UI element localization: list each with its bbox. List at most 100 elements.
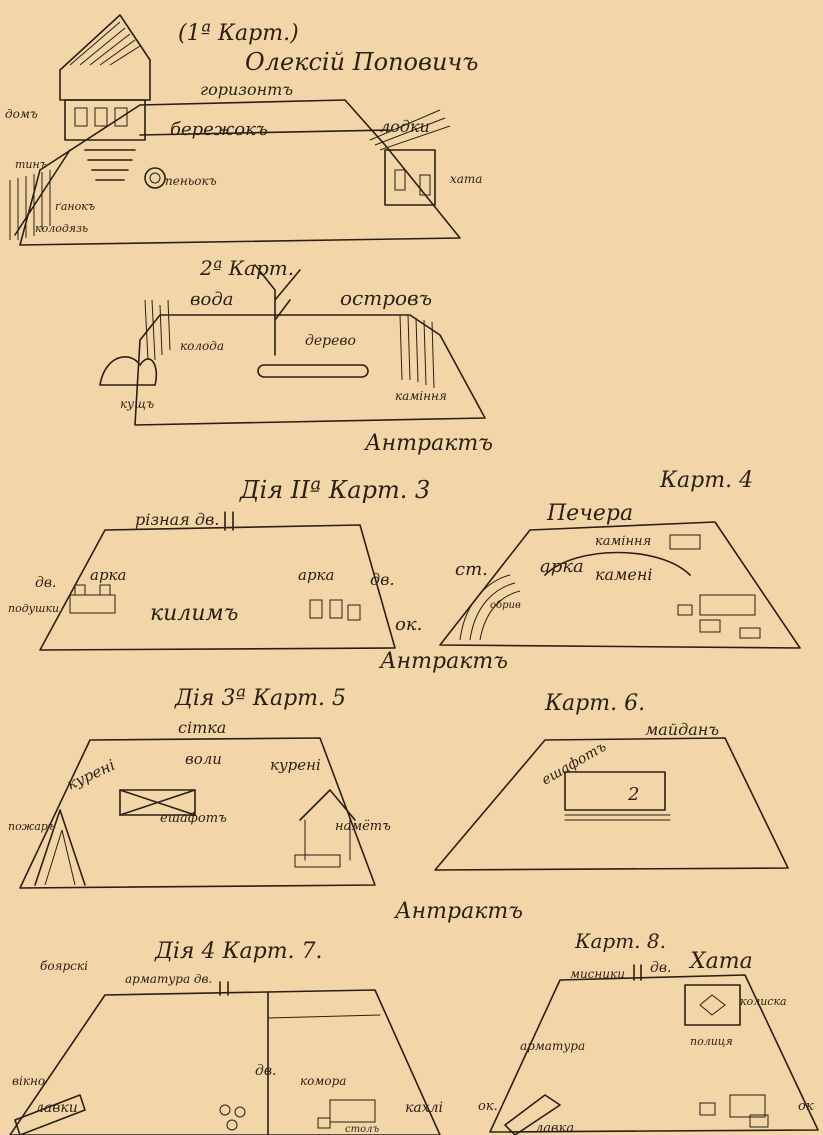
stage-floor (134, 314, 486, 426)
scene-7-sketch: Дія 4 Карт. 7. боярскі арматура дв. дв. … (9, 939, 443, 1135)
label-cave: Печера (546, 501, 633, 526)
label-scaffold: ешафотъ (160, 811, 227, 826)
label-shelf: мисники (570, 967, 625, 981)
stage-floor (489, 974, 819, 1133)
stage-floor (39, 524, 396, 651)
scene-8-header: Карт. 8. (574, 929, 666, 953)
label-bench: лавка (535, 1121, 574, 1135)
label-stool: полиця (690, 1035, 733, 1048)
bush (99, 356, 158, 386)
label-khata: Хата (688, 949, 753, 974)
trunk (257, 364, 369, 378)
scene-5-sketch: Дія 3ª Карт. 5 сітка воли курені курені … (8, 686, 391, 889)
label-well: колодязь (35, 222, 88, 235)
header-text: (1ª Карт.) (178, 21, 299, 46)
table-right (317, 1099, 376, 1129)
scaffold (119, 789, 196, 816)
label-door-left: дв. (35, 575, 56, 591)
stage-floor (439, 521, 801, 649)
label-armory: арматура дв. (125, 972, 212, 986)
label-table: столъ (345, 1124, 379, 1135)
house (59, 14, 151, 181)
label-rocks: камені (595, 565, 652, 584)
label-armory: арматура (520, 1039, 585, 1053)
label-window: ок. (395, 614, 422, 635)
scene-6-header: Карт. 6. (544, 691, 645, 716)
stump (144, 167, 166, 189)
label-net: сітка (178, 718, 226, 737)
label-window: вікно (12, 1074, 45, 1088)
chairs-right (309, 599, 361, 621)
label-stones: каміння (595, 534, 651, 549)
label-fence: тинъ (15, 158, 47, 171)
bench-left (504, 1094, 561, 1135)
label-canopy: намётъ (335, 819, 391, 834)
label-island: островъ (340, 286, 432, 310)
scene-4-header: Карт. 4 (659, 468, 753, 493)
label-bush: кущъ (120, 397, 154, 411)
label-tree: дерево (305, 333, 356, 349)
scene-5-header: Дія 3ª Карт. 5 (174, 686, 346, 711)
scene-2-sketch: 2ª Карт. вода островъ дерево колода камі… (99, 256, 486, 426)
label-cradle: колиска (740, 995, 787, 1008)
label-fire: пожаръ (8, 820, 55, 833)
label-water: вода (190, 289, 233, 310)
scaffold-number: 2 (627, 784, 639, 805)
label-tent-right: курені (270, 756, 321, 774)
scene-8-sketch: Карт. 8. мисники дв. Хата колиска полиця… (478, 929, 819, 1135)
label-window: ок. (478, 1099, 498, 1114)
label-house: домъ (5, 107, 38, 121)
label-arch: арка (540, 556, 584, 577)
scene-6-sketch: Карт. 6. 2 майданъ ешафотъ (434, 691, 789, 871)
label-bench: лавки (35, 1100, 78, 1116)
entr-acte-1: Антрактъ (363, 431, 493, 456)
fence (9, 149, 71, 240)
label-tent-left: курені (64, 756, 118, 794)
label-trunk: колода (180, 339, 224, 353)
hut-right (369, 109, 451, 206)
label-overhang: обрив (490, 600, 521, 611)
scene-4-sketch: Карт. 4 Печера ст. арка каміння камені о… (439, 468, 801, 649)
entr-acte-3: Антрактъ (393, 899, 523, 924)
label-ox: воли (185, 750, 222, 768)
label-stove: кахлі (405, 1100, 443, 1116)
label-boats: лодки (380, 117, 430, 136)
tent-left (34, 809, 86, 886)
label-porch: ґанокъ (55, 200, 95, 213)
label-oven: ок (798, 1099, 814, 1114)
label-door: дв. (255, 1063, 276, 1079)
scene-3-header: Дія ІІª Карт. 3 (239, 476, 430, 504)
stools (219, 1104, 246, 1131)
label-scaffold: ешафотъ (539, 739, 609, 789)
bench-left (14, 1094, 86, 1135)
stage-floor (19, 99, 461, 246)
label-stones: каміння (395, 389, 447, 403)
stage-floor (434, 737, 789, 871)
furniture-right (699, 1094, 769, 1128)
shore-line (139, 129, 391, 136)
label-horizon: горизонтъ (200, 80, 293, 99)
label-door: дв. (650, 960, 671, 976)
label-store: комора (300, 1074, 346, 1088)
label-square: майданъ (645, 720, 719, 739)
canopy-right (294, 789, 356, 868)
dais-left (69, 584, 116, 614)
label-dais: подушки (8, 602, 59, 615)
cave-furniture (669, 534, 761, 639)
stage-floor (9, 989, 441, 1135)
entr-acte-2: Антрактъ (378, 649, 508, 674)
scene-7-header: Дія 4 Карт. 7. (154, 939, 323, 964)
label-stump: пеньокъ (165, 174, 217, 188)
label-arch-left: арка (90, 566, 126, 584)
cradle (684, 984, 741, 1026)
scene-1-sketch: (1ª Карт.) Олексій Поповичъ (5, 14, 482, 246)
arch (544, 551, 691, 576)
label-bojar: боярскі (40, 959, 88, 973)
label-carpet: килимъ (150, 601, 238, 626)
label-arch-right: арка (298, 566, 334, 584)
author-name: Олексій Поповичъ (245, 48, 478, 76)
tree (254, 264, 301, 356)
label-side-door: різная дв. (135, 510, 219, 529)
label-khata: хата (450, 172, 482, 186)
